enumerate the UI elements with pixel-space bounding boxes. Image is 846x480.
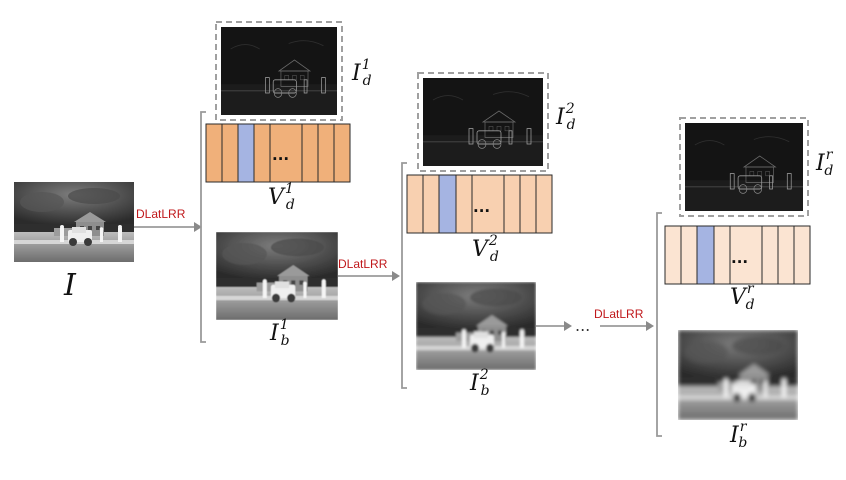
base-image-level-2 xyxy=(416,282,536,370)
arrow-label-2: DLatLRR xyxy=(338,257,388,271)
arrow-label-3: DLatLRR xyxy=(594,307,644,321)
feature-vector-level-1 xyxy=(205,123,351,183)
arrow-dlatlrr-3 xyxy=(600,321,654,331)
detail-image-level-1 xyxy=(215,21,343,121)
feature-vector-level-2 xyxy=(406,174,553,234)
base-image-level-1 xyxy=(216,232,338,320)
bracket-2 xyxy=(401,162,407,389)
vector-1-dots: ... xyxy=(272,146,289,164)
arrow-to-ellipsis xyxy=(536,321,572,331)
vector-2-dots: ... xyxy=(473,198,490,216)
bracket-3 xyxy=(656,212,662,437)
vector-r-dots: ... xyxy=(731,249,748,267)
detail-image-level-r xyxy=(679,117,809,217)
arrow-dlatlrr-2 xyxy=(338,271,400,281)
arrow-label-1: DLatLRR xyxy=(136,207,186,221)
input-image xyxy=(14,182,134,262)
bracket-1 xyxy=(200,111,206,343)
arrow-dlatlrr-1 xyxy=(134,222,202,232)
ellipsis: ... xyxy=(575,316,590,335)
base-image-level-r xyxy=(678,330,798,420)
feature-vector-level-r xyxy=(664,225,811,285)
detail-image-level-2 xyxy=(417,72,549,172)
label-input-I: I xyxy=(63,268,77,303)
